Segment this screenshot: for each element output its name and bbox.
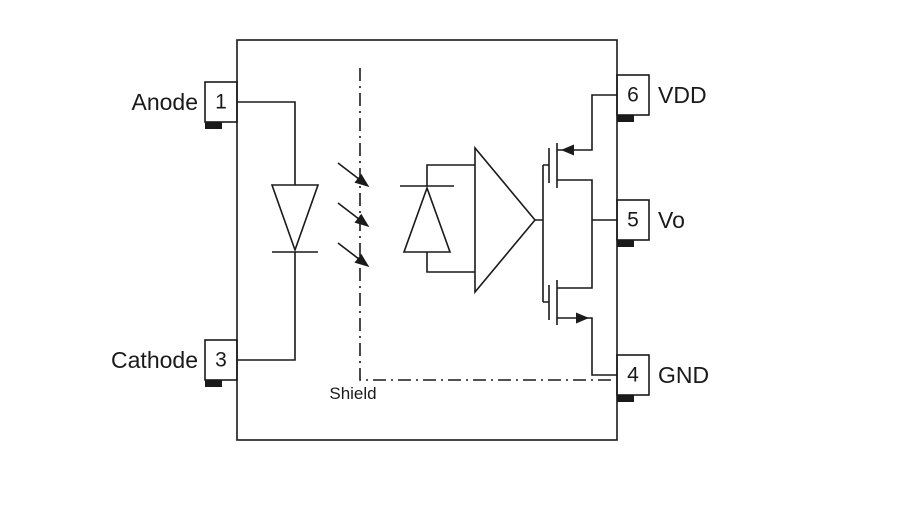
- vdd-wire: [557, 94, 617, 151]
- pin-vdd-label: VDD: [658, 82, 707, 108]
- photodiode: [400, 164, 475, 273]
- pin-4-lead: [617, 395, 634, 402]
- led-cathode-wire: [237, 252, 296, 361]
- pin-cathode-label: Cathode: [111, 347, 198, 373]
- pin-1-lead: [205, 122, 222, 129]
- pin-4: 4: [616, 354, 650, 402]
- gate-wiring: [535, 164, 549, 303]
- pin-gnd-label: GND: [658, 362, 709, 388]
- top-mosfet-arrow-icon: [561, 144, 574, 156]
- pin-6-number: 6: [627, 84, 639, 107]
- light-arrow-icon: [337, 242, 370, 267]
- pin-6: 6: [616, 74, 650, 122]
- shield-label: Shield: [329, 384, 376, 403]
- pin-1-number: 1: [215, 91, 227, 114]
- pin-3: 3: [204, 339, 238, 387]
- shield-line: [359, 68, 615, 381]
- pin-4-number: 4: [627, 364, 639, 387]
- photodiode-top-wire: [426, 164, 475, 186]
- light-emission-arrows: [337, 162, 370, 267]
- pin-6-lead: [617, 115, 634, 122]
- photodiode-bottom-wire: [426, 252, 475, 273]
- light-arrow-icon: [337, 202, 370, 227]
- pin-3-lead: [205, 380, 222, 387]
- pin-1: 1: [204, 81, 238, 129]
- top-mosfet-source-wire: [557, 179, 593, 220]
- output-mosfets: [535, 94, 617, 376]
- pin-5-lead: [617, 240, 634, 247]
- pin-vo-label: Vo: [658, 207, 685, 233]
- pin-5: 5: [616, 199, 650, 247]
- pin-3-number: 3: [215, 349, 227, 372]
- led-anode-wire: [237, 101, 296, 185]
- photodiode-triangle: [402, 185, 452, 253]
- light-arrow-icon: [337, 162, 370, 187]
- pin-anode-label: Anode: [131, 89, 198, 115]
- gnd-wire: [557, 317, 617, 376]
- pin-5-number: 5: [627, 209, 639, 232]
- amplifier-triangle: [474, 145, 537, 295]
- led-emitter: [237, 101, 320, 361]
- bottom-mosfet-arrow-icon: [576, 312, 589, 324]
- bottom-mosfet-drain-wire: [557, 220, 593, 289]
- led-triangle: [270, 184, 320, 253]
